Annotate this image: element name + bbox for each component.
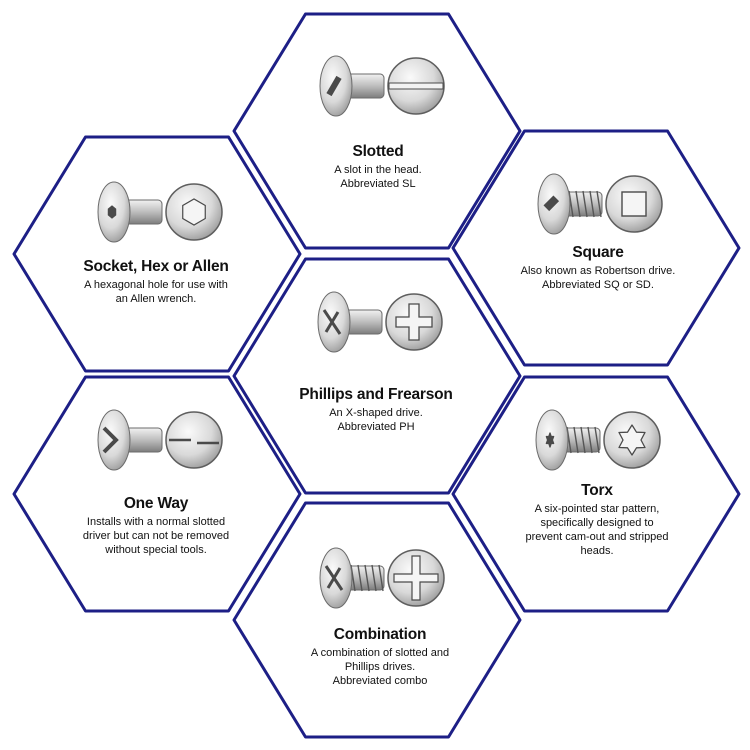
drive-desc-square-line2: Abbreviated SQ or SD. [542, 279, 654, 291]
hex-oneway [12, 375, 302, 613]
drive-title-torx: Torx [581, 482, 613, 499]
hex-slotted [232, 12, 522, 250]
hex-socket [12, 135, 302, 373]
drive-cell-socket: Socket, Hex or Allen A hexagonal hole fo… [46, 258, 266, 306]
combination-screw-side-icon [319, 547, 385, 609]
combination-drive-icon [319, 547, 445, 609]
drive-desc-square-line1: Also known as Robertson drive. [520, 265, 676, 277]
phillips-screw-side-icon [317, 291, 383, 353]
drive-cell-square: Square Also known as Robertson drive. Ab… [488, 244, 708, 292]
drive-title-square: Square [572, 244, 624, 261]
combination-screw-front-icon [387, 549, 445, 607]
phillips-drive-icon [317, 291, 443, 353]
drive-desc-slotted-line1: A slot in the head. [334, 164, 422, 176]
socket-screw-front-icon [165, 183, 223, 241]
drive-desc-torx-line4: heads. [580, 545, 614, 557]
square-screw-side-icon [537, 173, 603, 235]
drive-desc-torx-line1: A six-pointed star pattern, [534, 503, 660, 515]
oneway-screw-front-icon [165, 411, 223, 469]
slotted-screw-front-icon [387, 57, 445, 115]
drive-title-slotted: Slotted [352, 143, 404, 160]
hex-square [451, 129, 741, 367]
drive-desc-one-way-line3: without special tools. [105, 544, 207, 556]
drive-cell-one-way: One Way Installs with a normal slotted d… [46, 495, 266, 557]
drive-cell-phillips: Phillips and Frearson An X-shaped drive.… [266, 386, 486, 434]
drive-desc-combination-line1: A combination of slotted and [310, 647, 450, 659]
drive-cell-slotted: Slotted A slot in the head. Abbreviated … [268, 143, 488, 191]
drive-desc-torx-line3: prevent cam-out and stripped [525, 531, 669, 543]
hex-torx [451, 375, 741, 613]
hex-socket-drive-icon [97, 181, 223, 243]
hex-phillips [232, 257, 522, 495]
slotted-drive-icon [319, 55, 445, 117]
drive-desc-one-way-line1: Installs with a normal slotted [86, 516, 226, 528]
drive-desc-one-way-line2: driver but can not be removed [82, 530, 230, 542]
drive-title-one-way: One Way [123, 495, 189, 512]
square-drive-icon [537, 173, 663, 235]
slotted-screw-side-icon [319, 55, 385, 117]
drive-desc-combination-line3: Abbreviated combo [332, 675, 428, 687]
drive-cell-torx: Torx A six-pointed star pattern, specifi… [487, 482, 707, 558]
drive-cell-combination: Combination A combination of slotted and… [270, 626, 490, 688]
hex-combination [232, 501, 522, 739]
drive-desc-socket-line1: A hexagonal hole for use with [84, 279, 228, 291]
drive-title-socket: Socket, Hex or Allen [83, 258, 229, 275]
drive-desc-socket-line2: an Allen wrench. [115, 293, 197, 305]
oneway-screw-side-icon [97, 409, 163, 471]
drive-desc-torx-line2: specifically designed to [540, 517, 654, 529]
drive-desc-phillips-line1: An X-shaped drive. [329, 407, 423, 419]
phillips-screw-front-icon [385, 293, 443, 351]
drive-title-combination: Combination [333, 626, 427, 643]
drive-title-phillips: Phillips and Frearson [299, 386, 453, 403]
torx-screw-front-icon [603, 411, 661, 469]
drive-desc-slotted-line2: Abbreviated SL [340, 178, 416, 190]
drive-desc-phillips-line2: Abbreviated PH [337, 421, 415, 433]
one-way-drive-icon [97, 409, 223, 471]
drive-desc-combination-line2: Phillips drives. [344, 661, 416, 673]
torx-drive-icon [535, 409, 661, 471]
torx-screw-side-icon [535, 409, 601, 471]
socket-screw-side-icon [97, 181, 163, 243]
square-screw-front-icon [605, 175, 663, 233]
